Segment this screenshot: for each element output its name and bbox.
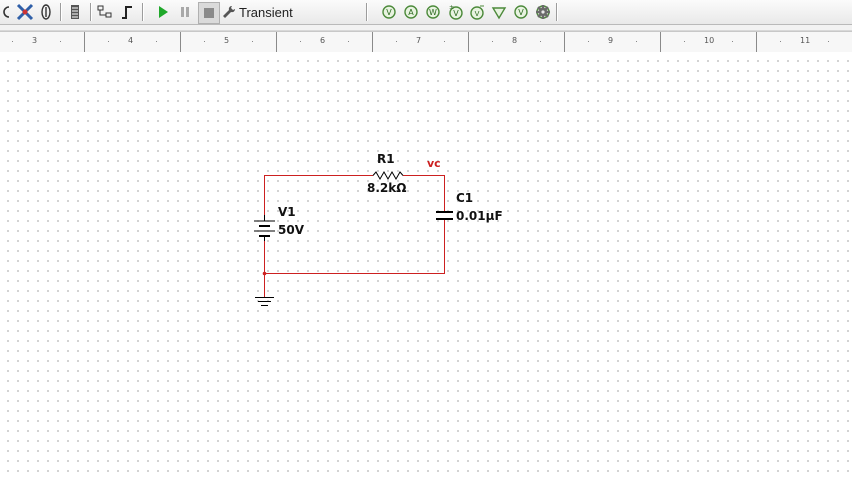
battery-ref-label[interactable]: V1 (278, 205, 296, 219)
horizontal-ruler: 3 4 5 6 7 8 9 10 11 (0, 31, 852, 53)
svg-text:A: A (408, 8, 414, 17)
current-probe-icon[interactable]: A (402, 2, 420, 22)
power-probe-icon[interactable]: W (424, 2, 442, 22)
ruler-tick (372, 32, 373, 52)
capacitor-value-label[interactable]: 0.01µF (456, 209, 503, 223)
bus-icon[interactable] (38, 2, 54, 22)
wire-top-right (403, 175, 445, 211)
ruler-label: 4 (128, 36, 134, 45)
wire-bottom (264, 220, 445, 274)
ref-probe-icon[interactable] (490, 2, 508, 22)
ruler-label: 6 (320, 36, 326, 45)
svg-text:V: V (518, 8, 524, 17)
svg-text:W: W (429, 8, 437, 17)
schematic-drawing (254, 170, 453, 306)
probe-icon[interactable] (16, 2, 34, 22)
capacitor-ref-label[interactable]: C1 (456, 191, 474, 205)
netlist-icon[interactable] (66, 2, 84, 22)
ruler-label: 8 (512, 36, 518, 45)
vi-probe-icon[interactable]: V (468, 2, 486, 22)
resistor-r1 (372, 170, 404, 181)
voltage-probe-icon[interactable]: V (380, 2, 398, 22)
ground-symbol (255, 297, 274, 306)
ruler-label: 11 (800, 36, 811, 45)
step-icon[interactable] (120, 2, 134, 22)
toolbar-strip (0, 25, 852, 31)
ruler-tick (276, 32, 277, 52)
battery-value-label[interactable]: 50V (278, 223, 304, 237)
analysis-label: Transient (239, 4, 293, 20)
junction-dot (262, 271, 267, 276)
ruler-tick (180, 32, 181, 52)
svg-text:±: ± (449, 4, 454, 11)
ruler-label: 7 (416, 36, 422, 45)
ruler-label: 9 (608, 36, 614, 45)
ruler-tick (660, 32, 661, 52)
stop-icon[interactable] (198, 2, 220, 24)
resistor-value-label[interactable]: 8.2kΩ (367, 181, 407, 195)
gear-icon-holder[interactable] (534, 2, 552, 22)
select-icon[interactable] (0, 2, 12, 22)
ruler-tick (468, 32, 469, 52)
wrench-icon (223, 5, 236, 18)
toolbar: Transient V A W V± V V (0, 0, 852, 25)
ruler-tick (84, 32, 85, 52)
digital-probe-icon[interactable]: V (512, 2, 530, 22)
run-icon[interactable] (156, 2, 170, 22)
ruler-tick (756, 32, 757, 52)
gear-icon (536, 5, 550, 19)
ruler-tick (564, 32, 565, 52)
wires (264, 175, 445, 297)
net-label-vc[interactable]: vc (427, 157, 441, 170)
svg-text:V: V (386, 8, 392, 17)
ruler-label: 10 (704, 36, 715, 45)
schematic-canvas[interactable]: R1 8.2kΩ vc C1 0.01µF V1 50V (0, 52, 852, 480)
hierarchy-icon[interactable] (96, 2, 114, 22)
capacitor-c1 (436, 211, 453, 220)
diff-voltage-probe-icon[interactable]: V± (446, 2, 464, 22)
battery-v1 (254, 215, 275, 241)
analysis-selector[interactable]: Transient (222, 2, 293, 22)
wire-top-left (264, 175, 373, 215)
pause-icon[interactable] (178, 2, 192, 22)
svg-text:V: V (475, 10, 480, 18)
ruler-label: 5 (224, 36, 230, 45)
ruler-label: 3 (32, 36, 38, 45)
resistor-ref-label[interactable]: R1 (377, 152, 395, 166)
svg-text:V: V (453, 9, 459, 18)
